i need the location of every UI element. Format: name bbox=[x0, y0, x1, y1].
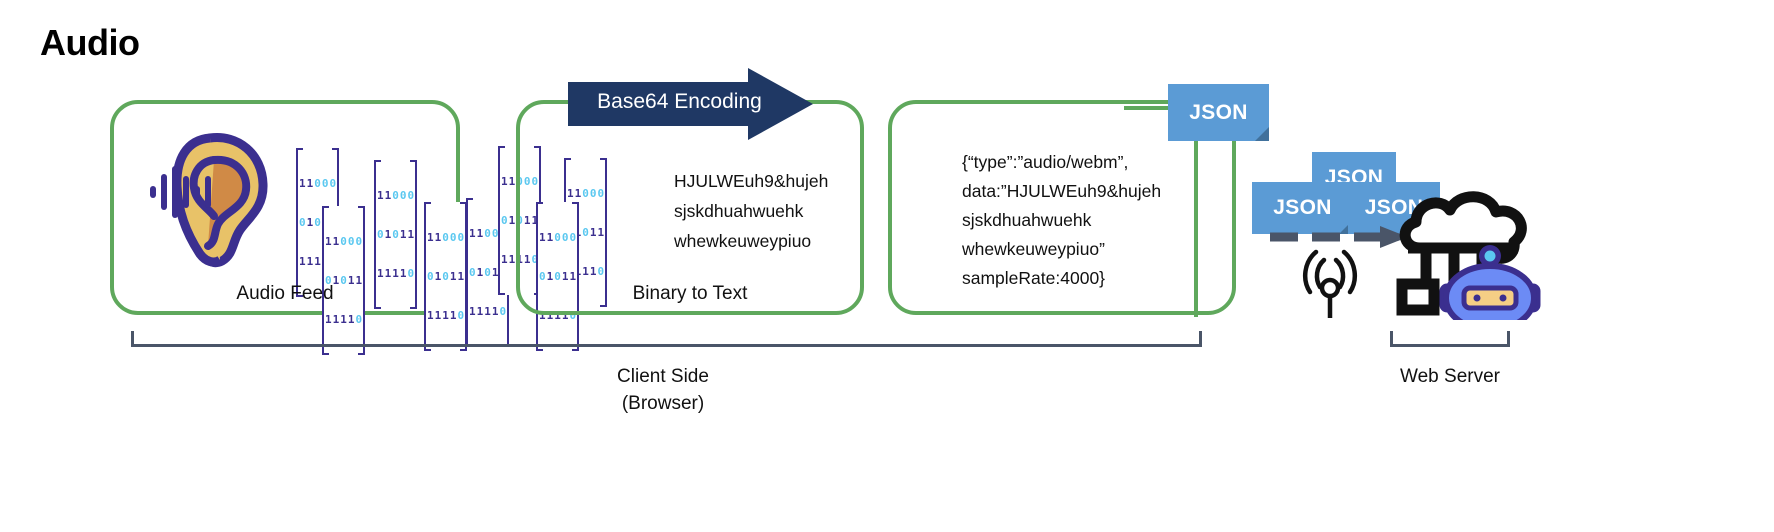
label-web-server: Web Server bbox=[1400, 366, 1500, 387]
sound-wave-icon bbox=[150, 166, 211, 218]
json-badge-label: JSON bbox=[1189, 100, 1248, 124]
base64-line: HJULWEuh9&hujeh bbox=[674, 171, 829, 191]
bracket-client-side bbox=[131, 331, 1202, 347]
server-robot-icon bbox=[1396, 191, 1541, 320]
antenna-icon bbox=[1302, 249, 1358, 318]
green-connector-vertical bbox=[1194, 139, 1198, 317]
json-badge-label: JSON bbox=[1273, 196, 1332, 219]
base64-text-block: HJULWEuh9&hujeh sjskdhuahwuehk whewkeuwe… bbox=[674, 166, 864, 256]
dashed-transfer-arrow-icon bbox=[1270, 226, 1408, 248]
bracket-web-server bbox=[1390, 331, 1510, 347]
json-badge-left: JSON bbox=[1252, 182, 1353, 234]
json-payload-text: {“type”:”audio/webm”, data:”HJULWEuh9&hu… bbox=[962, 148, 1222, 293]
base64-arrow-label: Base64 Encoding bbox=[597, 90, 762, 113]
binary-block: 11000 01011 11110 bbox=[322, 206, 366, 355]
base64-encoding-arrow bbox=[568, 68, 813, 140]
page-fold-corner-icon bbox=[1255, 127, 1269, 141]
green-connector-horizontal bbox=[1124, 106, 1174, 110]
binary-block: 11000 01011 11110 bbox=[424, 202, 468, 351]
json-line: whewkeuweypiuo” bbox=[962, 239, 1105, 259]
json-badge-label: JSON bbox=[1364, 196, 1424, 219]
stage-box-json-payload bbox=[888, 100, 1236, 315]
label-client-side-line2: (Browser) bbox=[621, 393, 705, 414]
json-line: sjskdhuahwuehk bbox=[962, 210, 1092, 230]
label-client-side-line1: Client Side bbox=[617, 366, 709, 387]
binary-block: 11000 01011 11110 bbox=[374, 160, 418, 309]
base64-line: whewkeuweypiuo bbox=[674, 231, 812, 251]
base64-line: sjskdhuahwuehk bbox=[674, 201, 804, 221]
json-badge-main: JSON bbox=[1168, 84, 1269, 141]
ear-icon bbox=[172, 133, 268, 268]
json-line: sampleRate:4000} bbox=[962, 268, 1106, 288]
label-client-side: Client Side (Browser) bbox=[478, 363, 848, 417]
page-title: Audio bbox=[40, 22, 140, 63]
json-line: data:”HJULWEuh9&hujeh bbox=[962, 181, 1162, 201]
caption-audio-feed: Audio Feed bbox=[236, 283, 334, 304]
json-line: {“type”:”audio/webm”, bbox=[962, 152, 1129, 172]
caption-binary-to-text: Binary to Text bbox=[632, 283, 748, 304]
